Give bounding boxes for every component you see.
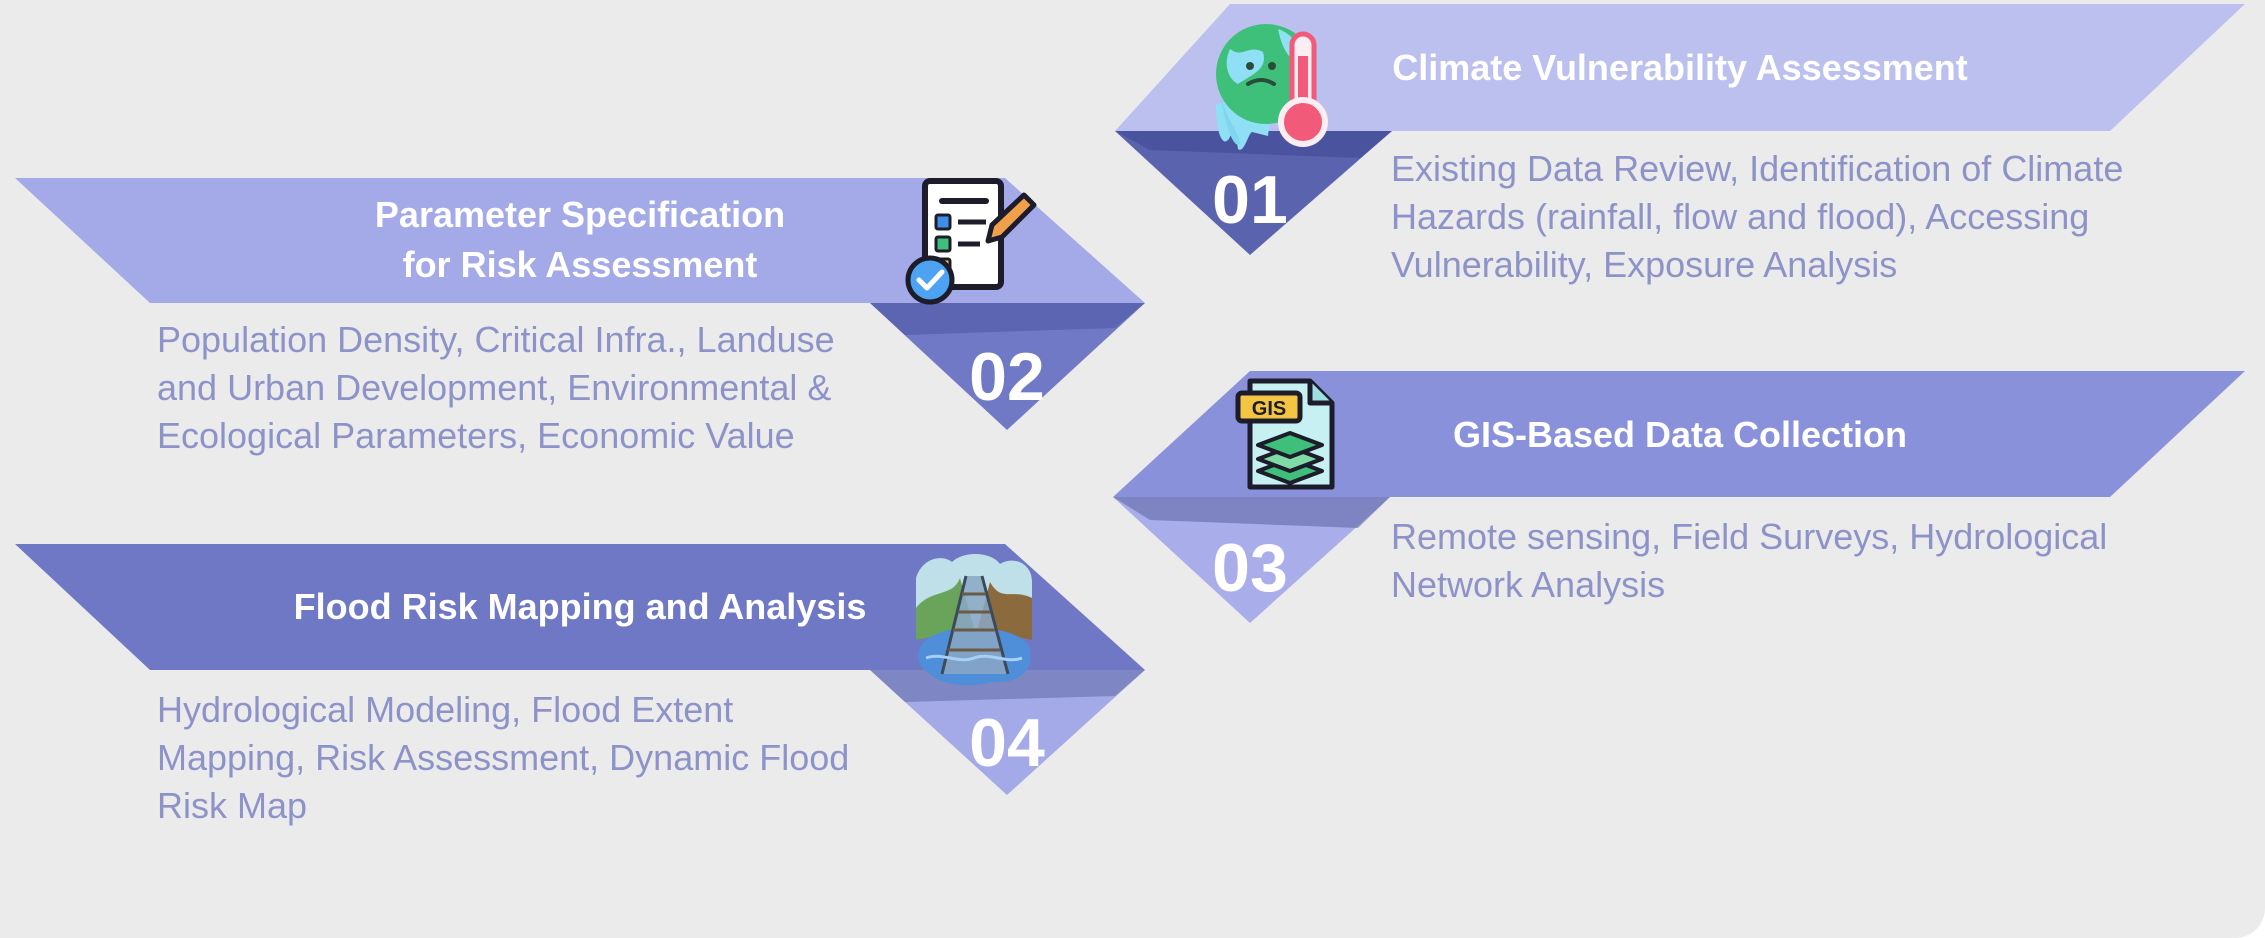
step-03-fold bbox=[1113, 497, 1390, 623]
step-01-number: 01 bbox=[1212, 162, 1288, 238]
checklist-pencil-icon bbox=[905, 178, 1037, 305]
step-04-ribbon bbox=[15, 544, 1145, 795]
step-03-title: GIS-Based Data Collection bbox=[1452, 414, 1908, 455]
step-03-fold-shadow bbox=[1113, 497, 1390, 528]
gis-icon-label: GIS bbox=[1252, 398, 1286, 420]
step-03-description: Remote sensing, Field Surveys, Hydrologi… bbox=[1391, 516, 2108, 605]
step-04-title: Flood Risk Mapping and Analysis bbox=[293, 586, 867, 627]
step-01-title: Climate Vulnerability Assessment bbox=[1392, 47, 1968, 88]
step-02-fold bbox=[870, 303, 1145, 430]
step-01-description: Existing Data Review, Identification of … bbox=[1391, 148, 2124, 285]
step-02-banner bbox=[15, 178, 1145, 303]
step-04-number: 04 bbox=[969, 705, 1045, 781]
step-01-fold-shadow bbox=[1115, 131, 1392, 158]
step-03-banner bbox=[1113, 371, 2245, 497]
step-02-fold-shadow bbox=[870, 303, 1145, 335]
step-02-title-line-2: for Risk Assessment bbox=[402, 244, 758, 285]
step-03-number: 03 bbox=[1212, 530, 1288, 606]
step-04-banner bbox=[15, 544, 1145, 670]
step-03-ribbon bbox=[1113, 371, 2245, 623]
step-01-fold bbox=[1115, 131, 1392, 255]
step-04-description: Hydrological Modeling, Flood Extent Mapp… bbox=[157, 689, 850, 826]
step-02-description: Population Density, Critical Infra., Lan… bbox=[157, 319, 835, 456]
flooded-railway-icon bbox=[916, 553, 1032, 686]
step-02-title-line-1: Parameter Specification bbox=[374, 194, 786, 235]
step-02-title: Parameter Specification for Risk Assessm… bbox=[300, 190, 860, 290]
step-04-fold bbox=[870, 670, 1145, 795]
step-02-number: 02 bbox=[969, 339, 1045, 415]
step-02-ribbon bbox=[15, 178, 1145, 430]
step-01-banner bbox=[1115, 4, 2245, 131]
gis-file-layers-icon: GIS bbox=[1235, 378, 1335, 490]
earth-thermometer-icon bbox=[1216, 24, 1328, 150]
step-01-ribbon bbox=[1115, 4, 2245, 255]
